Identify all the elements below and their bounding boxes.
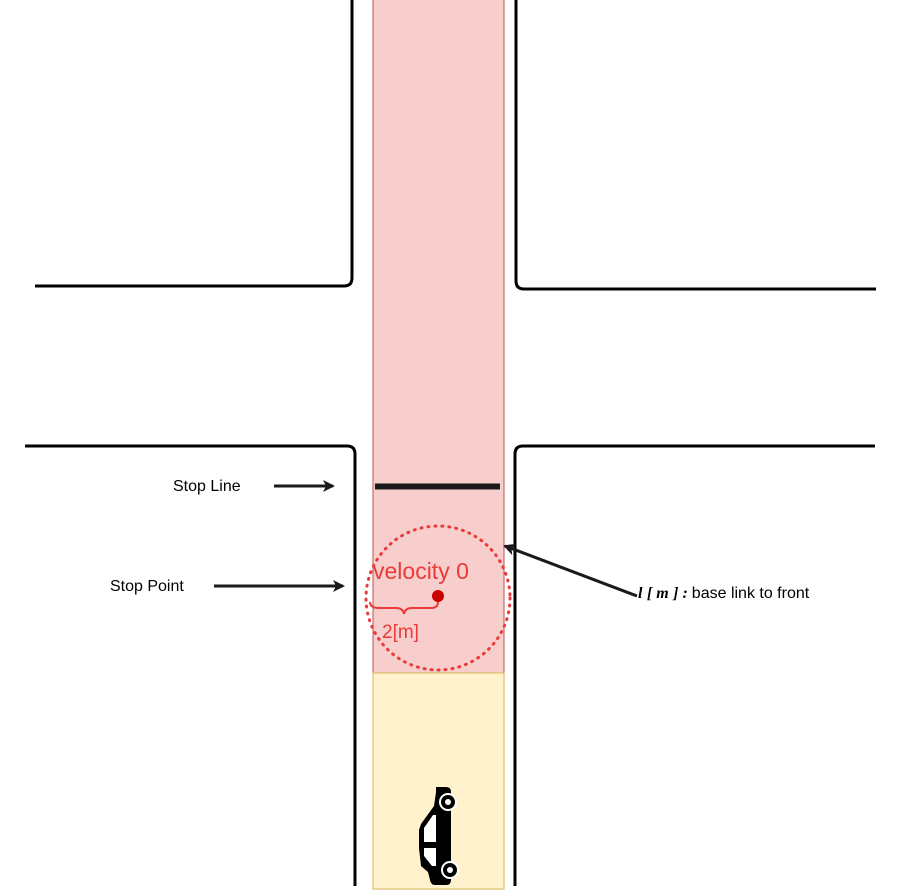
- base-link-annotation: l [ m ] : base link to front: [638, 585, 810, 602]
- velocity-zone-circle: [364, 524, 512, 672]
- road-edge-bottom-right: [513, 444, 875, 886]
- annotation-var: l: [638, 585, 643, 602]
- annotation-desc: base link to front: [692, 585, 810, 602]
- stop-line-label: Stop Line: [173, 478, 241, 495]
- road-edge-top-right: [514, 0, 876, 291]
- car-wheel-rear-hub: [447, 867, 453, 873]
- velocity-label: velocity 0: [373, 558, 469, 584]
- car-window-rear: [424, 848, 436, 866]
- car-window: [424, 815, 436, 842]
- road-edge-bottom-left: [25, 444, 357, 886]
- car-wheel-front-hub: [445, 799, 451, 805]
- road-edges: [25, 0, 876, 886]
- lane-red-region: [372, 0, 505, 674]
- distance-label: 2[m]: [382, 622, 419, 643]
- stop-point-label: Stop Point: [110, 578, 184, 595]
- car-icon: [419, 787, 459, 885]
- stop-point-dot: [432, 590, 444, 602]
- annotation-open: [: [647, 585, 656, 602]
- road-edge-top-left: [35, 0, 354, 288]
- annotation-close: ] :: [672, 585, 692, 602]
- distance-brace: [369, 601, 439, 615]
- base-link-arrow: [503, 543, 638, 598]
- annotation-unit: m: [656, 585, 668, 602]
